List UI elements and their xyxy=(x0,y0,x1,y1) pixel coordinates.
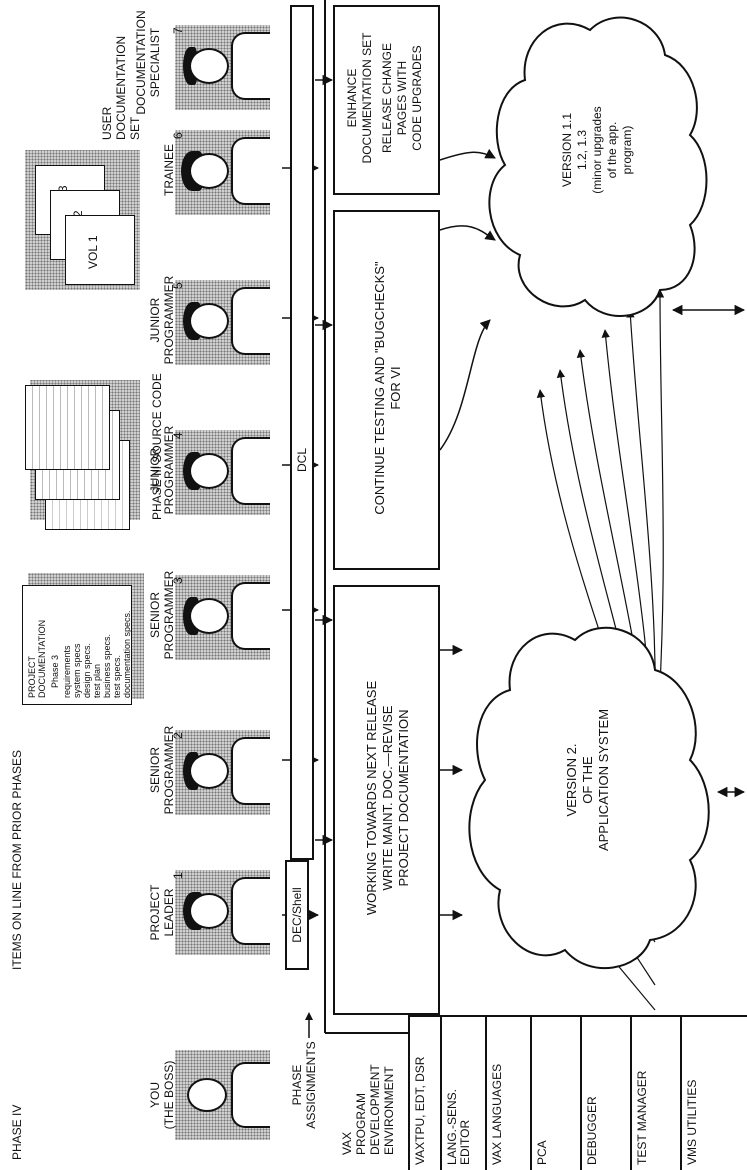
env-title-4: ENVIRONMENT xyxy=(382,1066,396,1155)
doc-item: test specs. xyxy=(112,654,122,698)
boss-line-2: (THE BOSS) xyxy=(162,1060,176,1130)
boss-line-1: YOU xyxy=(148,1082,162,1109)
doc-item: system specs xyxy=(72,643,82,698)
tool-row: VAXTPU, EDT, DSR xyxy=(410,1017,440,1170)
env-title-3: DEVELOPMENT xyxy=(368,1064,382,1155)
team-member-3: 3 xyxy=(171,570,280,660)
env-title-1: VAX xyxy=(340,1131,354,1155)
phase-assignments-line-1: PHASE xyxy=(290,1064,304,1106)
version-2-line-1: VERSION 2. xyxy=(564,743,579,817)
version-2-line-3: APPLICATION SYSTEM xyxy=(596,708,611,852)
task-working-line-2: WRITE MAINT. DOC.—REVISE xyxy=(380,705,395,891)
env-title-2: PROGRAM xyxy=(354,1092,368,1155)
doc-item: test plan xyxy=(92,663,102,698)
task-working-box: WORKING TOWARDS NEXT RELEASE WRITE MAINT… xyxy=(333,585,440,1015)
tool-row: VMS UTILITIES xyxy=(680,1017,747,1170)
prior-phases-label: ITEMS ON LINE FROM PRIOR PHASES xyxy=(10,749,24,970)
dec-shell-box: DEC/Shell xyxy=(285,860,309,970)
team-member-2: 2 xyxy=(171,725,280,815)
version-1-1-line-1: VERSION 1.1 xyxy=(560,112,574,188)
environment-tools-box: VAXTPU, EDT, DSR LANG.-SENS.EDITOR VAX L… xyxy=(408,1015,747,1170)
source-code-printout xyxy=(25,380,140,530)
version-1-1-line-4: of the app. xyxy=(605,121,619,179)
tool-row: TEST MANAGER xyxy=(630,1017,680,1170)
doc-item: design specs. xyxy=(82,642,92,698)
volume-1: VOL 1 xyxy=(65,215,135,285)
project-doc-binder: PROJECT DOCUMENTATION Phase 3 requiremen… xyxy=(22,573,144,705)
member-1-line-2: LEADER xyxy=(162,888,176,937)
task-enhance-line-1: ENHANCE xyxy=(345,68,359,128)
task-working-line-3: PROJECT DOCUMENTATION xyxy=(396,709,411,887)
volume-stack: VOL 3 VOL 2 VOL 1 xyxy=(25,150,145,290)
task-testing-line-2: FOR VI xyxy=(388,366,403,410)
team-member-6: 6 xyxy=(171,125,280,215)
member-4-line-2: PROGRAMMER xyxy=(162,425,176,515)
doc-phase: Phase 3 xyxy=(50,654,60,688)
task-testing-box: CONTINUE TESTING AND "BUGCHECKS" FOR VI xyxy=(333,210,440,570)
tool-row: DEBUGGER xyxy=(580,1017,630,1170)
version-1-1-line-3: (minor upgrades xyxy=(590,106,604,194)
boss-figure xyxy=(175,1050,270,1140)
member-7-line-1: DOCUMENTATION xyxy=(134,10,148,115)
phase-label: PHASE IV xyxy=(10,1104,24,1160)
doc-item: business specs. xyxy=(102,633,112,698)
member-7-line-2: SPECIALIST xyxy=(148,27,162,98)
team-member-5: 5 xyxy=(171,275,280,365)
member-1-line-1: PROJECT xyxy=(148,884,162,941)
member-6-line-1: TRAINEE xyxy=(162,144,176,197)
member-2-line-1: SENIOR xyxy=(148,747,162,794)
cloud-version-1-1 xyxy=(488,16,708,317)
task-working-line-1: WORKING TOWARDS NEXT RELEASE xyxy=(364,680,379,916)
environment-title: VAX PROGRAM DEVELOPMENT ENVIRONMENT xyxy=(340,1064,396,1155)
tool-label: TEST MANAGER xyxy=(635,1070,649,1165)
tool-label: PCA xyxy=(535,1140,549,1165)
task-enhance-line-3: RELEASE CHANGE xyxy=(380,42,394,154)
member-2-line-2: PROGRAMMER xyxy=(162,725,176,815)
version-1-1-line-2: 1.2, 1.3 xyxy=(575,129,589,171)
member-num: 7 xyxy=(171,27,185,34)
task-testing-line-1: CONTINUE TESTING AND "BUGCHECKS" xyxy=(372,261,387,515)
version-1-1-line-5: program) xyxy=(620,125,634,175)
member-3-line-1: SENIOR xyxy=(148,592,162,639)
cloud-version-2 xyxy=(468,626,710,970)
user-doc-line-2: DOCUMENTATION xyxy=(114,35,128,140)
version-2-line-2: OF THE xyxy=(580,756,595,804)
doc-title-1: PROJECT xyxy=(27,655,37,698)
tool-row: PCA xyxy=(530,1017,580,1170)
user-doc-line-1: USER xyxy=(100,106,114,140)
doc-item: requirements xyxy=(62,645,72,698)
doc-title-2: DOCUMENTATION xyxy=(37,619,47,698)
task-enhance-line-5: CODE UPGRADES xyxy=(410,45,424,151)
member-5-line-1: JUNIOR xyxy=(148,297,162,343)
phase-assignments-arrow xyxy=(305,1012,313,1038)
phase-assignments-line-2: ASSIGNMENTS xyxy=(304,1041,318,1129)
dcl-label: DCL xyxy=(295,448,309,473)
task-enhance-box: ENHANCE DOCUMENTATION SET RELEASE CHANGE… xyxy=(333,5,440,195)
member-4-line-1: JUNIOR xyxy=(148,447,162,493)
team-member-1: 1 xyxy=(171,865,280,955)
tool-label: EDITOR xyxy=(458,1119,472,1165)
task-enhance-line-4: PAGES WITH xyxy=(395,60,409,136)
tool-row: LANG.-SENS.EDITOR xyxy=(440,1017,485,1170)
tool-row: VAX LANGUAGES xyxy=(485,1017,530,1170)
task-enhance-line-2: DOCUMENTATION SET xyxy=(360,32,374,164)
tool-label: VAX LANGUAGES xyxy=(490,1063,504,1165)
tool-label: DEBUGGER xyxy=(585,1096,599,1165)
doc-item: documentation specs. xyxy=(122,610,132,698)
member-3-line-2: PROGRAMMER xyxy=(162,570,176,660)
team-member-4: 4 xyxy=(171,425,280,515)
dcl-bar xyxy=(290,5,314,860)
tool-label: VMS UTILITIES xyxy=(685,1079,699,1165)
tool-label: VAXTPU, EDT, DSR xyxy=(413,1056,427,1165)
member-5-line-2: PROGRAMMER xyxy=(162,275,176,365)
team-member-7: 7 xyxy=(171,20,280,110)
user-doc-line-3: SET xyxy=(128,116,142,140)
